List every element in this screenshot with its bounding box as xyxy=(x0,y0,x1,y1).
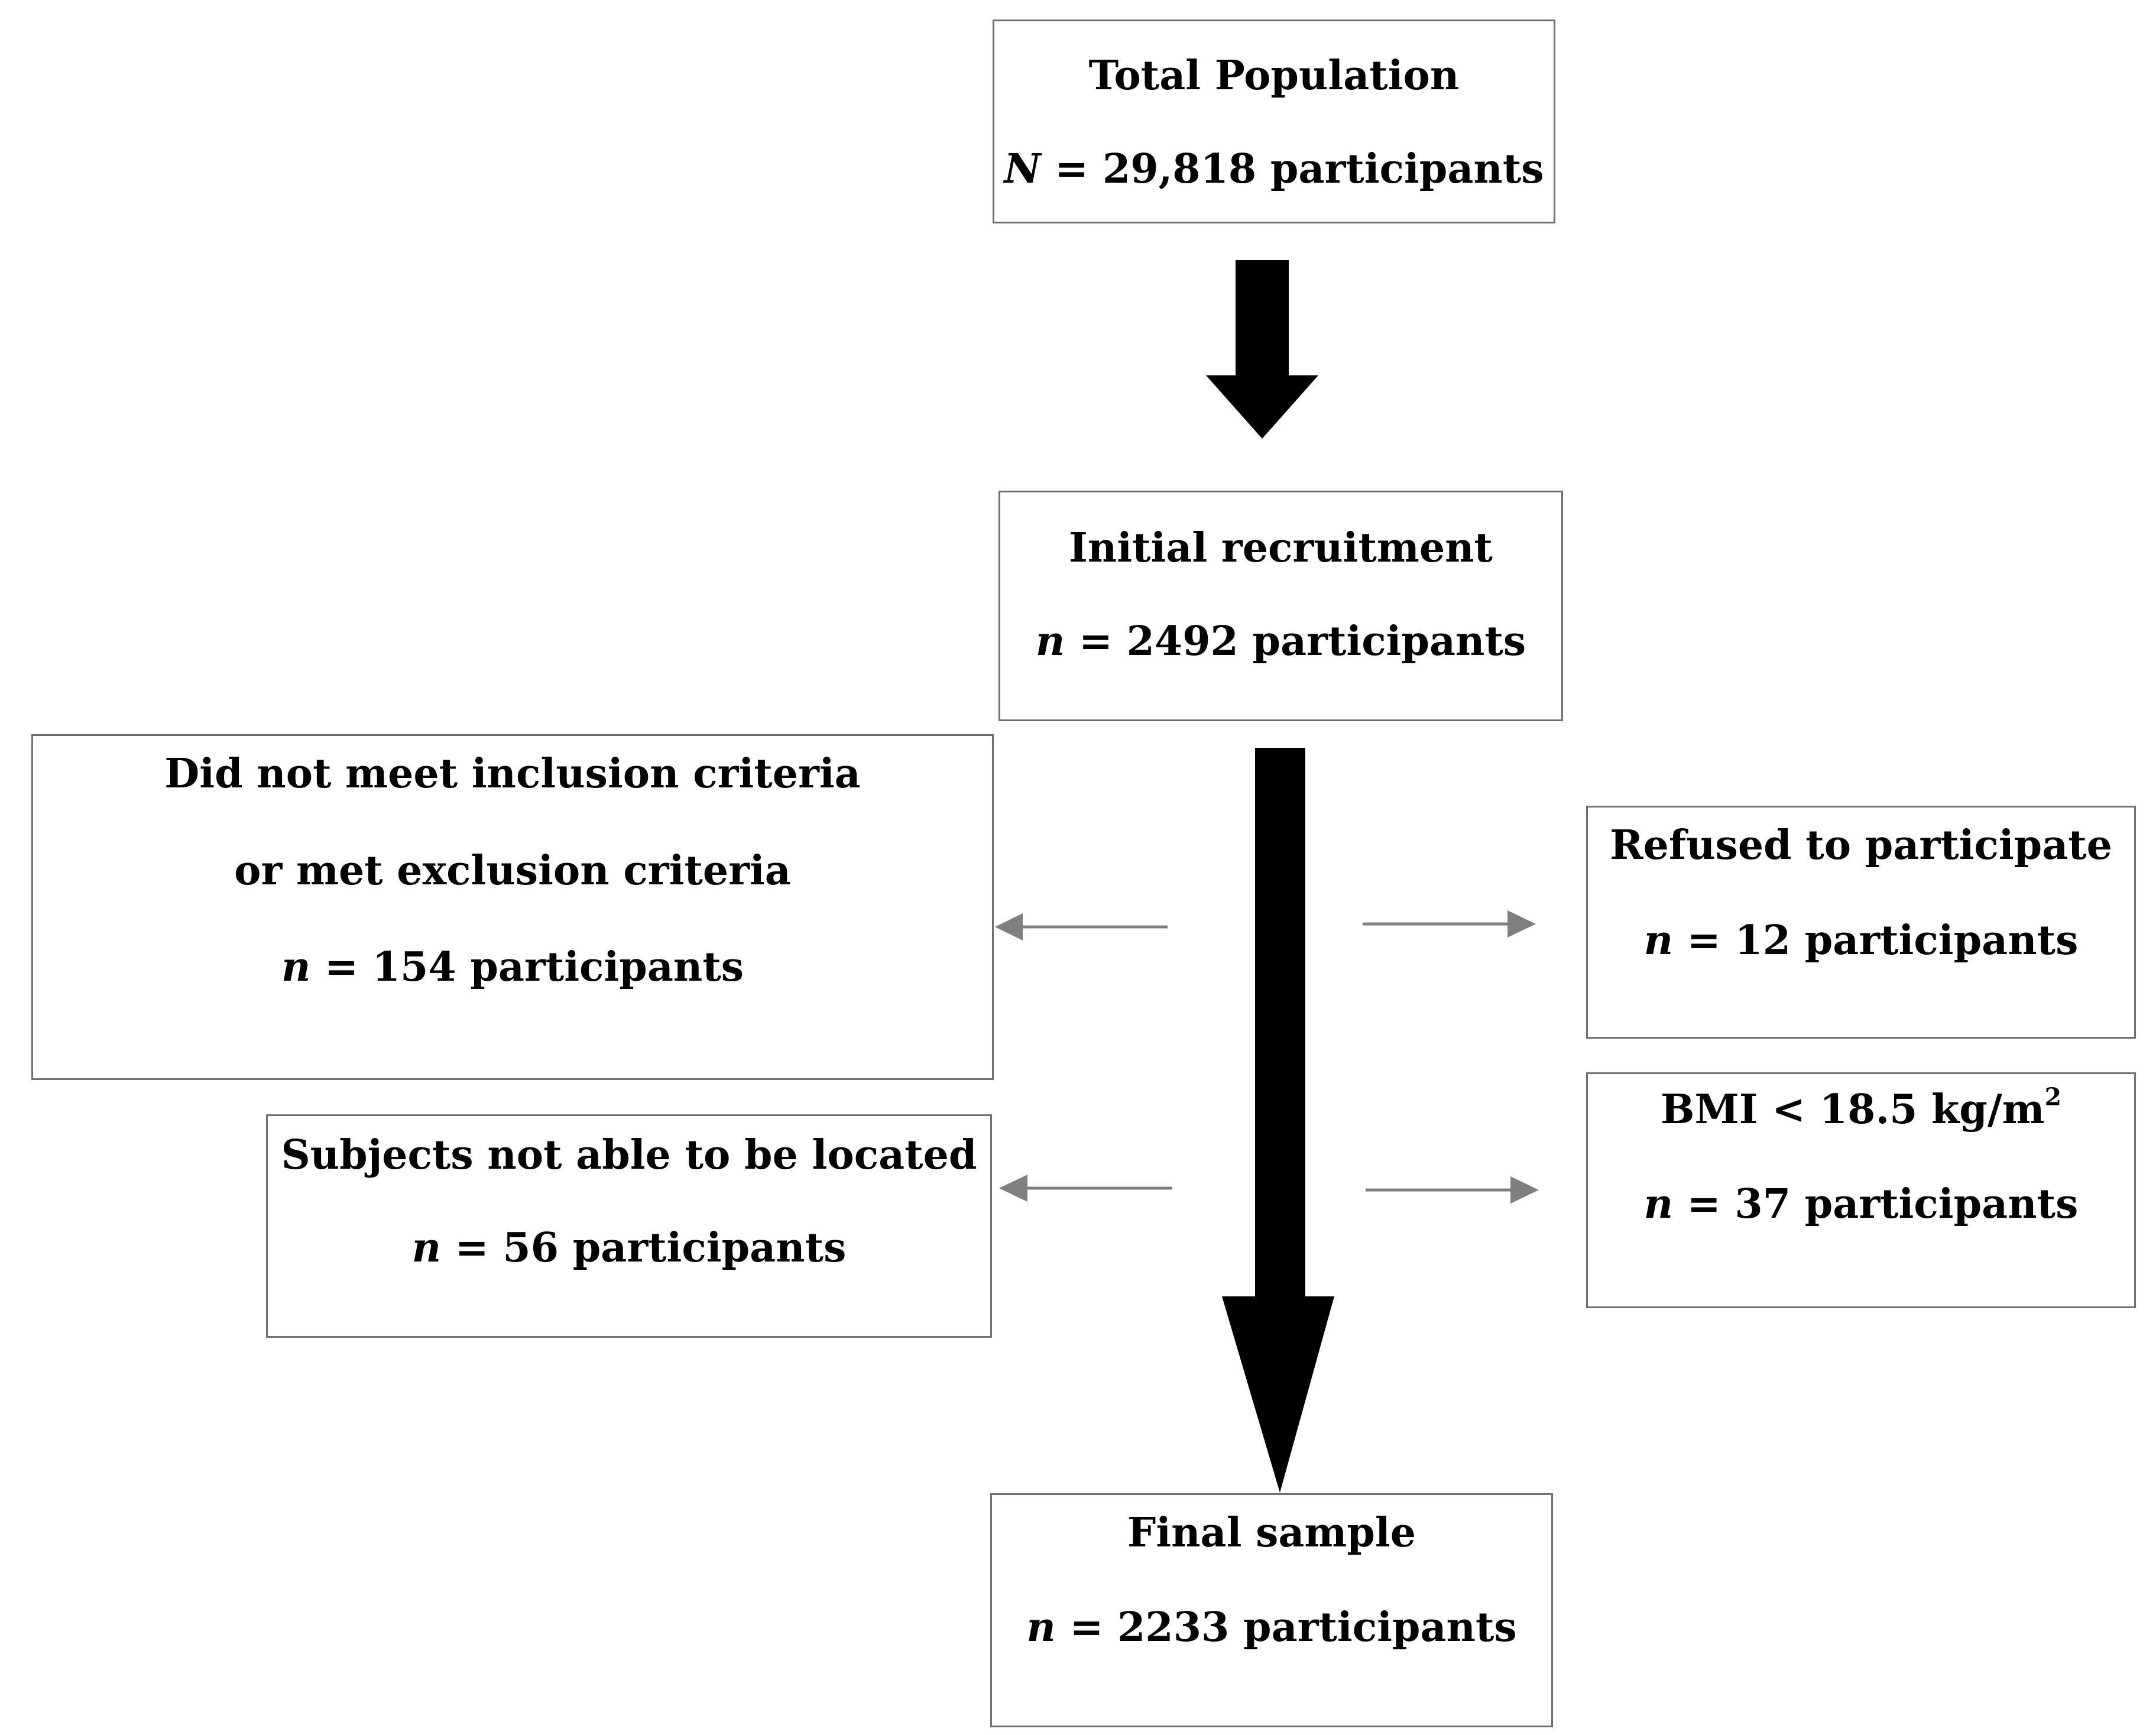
bmi-count: n = 37 participants xyxy=(1588,1181,2134,1228)
bmi-count-var: n xyxy=(1643,1181,1674,1228)
refused-count-value: = 12 participants xyxy=(1673,917,2079,964)
inclusion-exclusion-count-var: n xyxy=(281,943,311,991)
not-located-count-value: = 56 participants xyxy=(441,1224,847,1272)
bmi-box: BMI < 18.5 kg/m2 n = 37 participants xyxy=(1586,1072,2136,1308)
inclusion-exclusion-count-value: = 154 participants xyxy=(310,943,744,991)
initial-recruitment-count-var: n xyxy=(1035,618,1065,665)
not-located-count-var: n xyxy=(411,1224,442,1272)
side-arrow-right-2-head xyxy=(1510,1176,1539,1204)
side-arrow-right-1-head xyxy=(1507,910,1536,938)
bmi-title: BMI < 18.5 kg/m2 xyxy=(1588,1085,2134,1133)
not-located-box: Subjects not able to be located n = 56 p… xyxy=(266,1114,992,1338)
not-located-count: n = 56 participants xyxy=(268,1224,990,1272)
total-population-count-var: N xyxy=(1004,145,1041,193)
total-population-count: N = 29,818 participants xyxy=(994,145,1554,193)
refused-count: n = 12 participants xyxy=(1588,917,2134,964)
total-population-count-value: = 29,818 participants xyxy=(1040,145,1544,193)
final-sample-box: Final sample n = 2233 participants xyxy=(990,1493,1553,1727)
total-population-title: Total Population xyxy=(1088,52,1460,99)
initial-recruitment-count-value: = 2492 participants xyxy=(1065,618,1526,665)
bmi-title-superscript: 2 xyxy=(2044,1082,2061,1111)
final-sample-count-var: n xyxy=(1026,1604,1056,1651)
initial-recruitment-count: n = 2492 participants xyxy=(1000,618,1561,665)
inclusion-exclusion-box: Did not meet inclusion criteria or met e… xyxy=(31,734,994,1080)
main-arrow-down-2 xyxy=(1222,748,1334,1493)
not-located-title: Subjects not able to be located xyxy=(281,1131,977,1179)
final-sample-count-value: = 2233 participants xyxy=(1055,1604,1517,1651)
bmi-title-text: BMI < 18.5 kg/m xyxy=(1660,1086,2045,1133)
final-sample-count: n = 2233 participants xyxy=(992,1604,1551,1651)
refused-count-var: n xyxy=(1643,917,1674,964)
side-arrow-left-1-head xyxy=(995,913,1023,941)
inclusion-exclusion-title-line1: Did not meet inclusion criteria xyxy=(164,750,861,797)
bmi-count-value: = 37 participants xyxy=(1673,1181,2079,1228)
side-arrow-left-2-head xyxy=(999,1175,1027,1202)
final-sample-title: Final sample xyxy=(1127,1509,1416,1556)
inclusion-exclusion-title-line2: or met exclusion criteria xyxy=(234,847,791,894)
main-arrow-down-1 xyxy=(1206,260,1318,439)
refused-title: Refused to participate xyxy=(1610,822,2112,869)
refused-box: Refused to participate n = 12 participan… xyxy=(1586,806,2136,1039)
initial-recruitment-title: Initial recruitment xyxy=(1069,524,1493,572)
inclusion-exclusion-count: n = 154 participants xyxy=(33,943,992,991)
initial-recruitment-box: Initial recruitment n = 2492 participant… xyxy=(998,491,1563,721)
total-population-box: Total Population N = 29,818 participants xyxy=(993,20,1555,223)
